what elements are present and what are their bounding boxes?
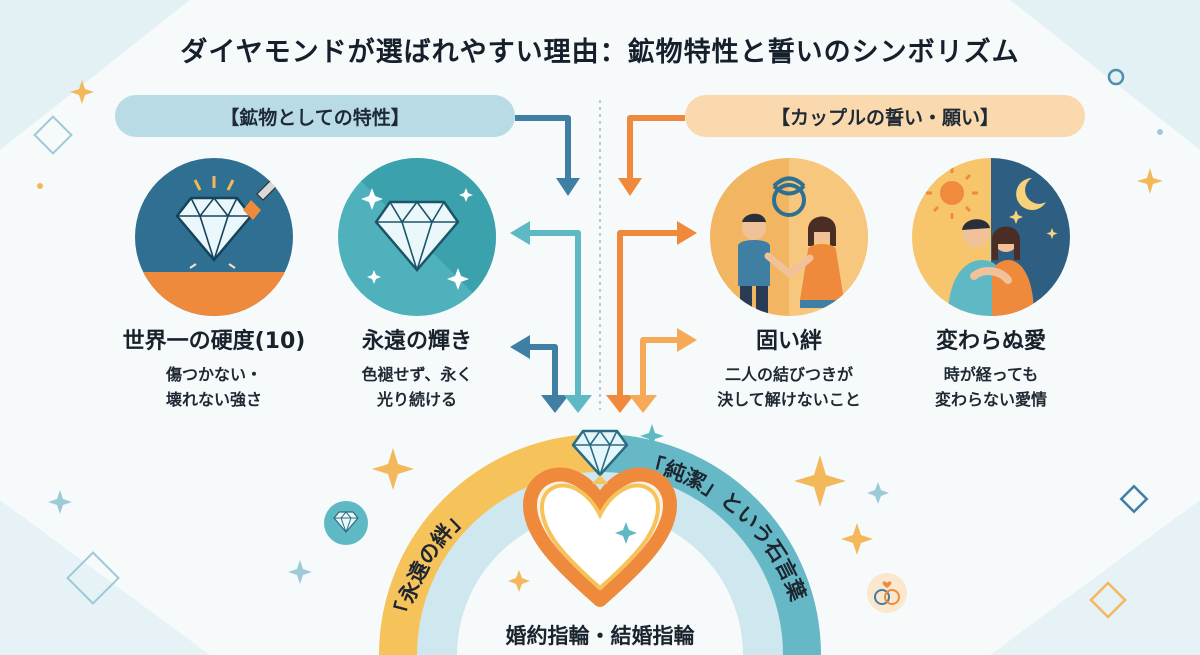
knot-icon (772, 183, 806, 217)
unchanging-love-desc-line1: 時が経っても (943, 365, 1039, 384)
arrow-from-right-header (627, 115, 685, 182)
strong-bond-illustration (710, 158, 868, 316)
rings-badge-icon (867, 573, 907, 613)
sparkle-icon (288, 560, 312, 584)
sun-icon (940, 181, 964, 205)
bg-diamond-outline-icon (66, 551, 120, 605)
bg-shape-bottom-right (990, 500, 1200, 655)
hardness-label: 世界一の硬度(10) (122, 329, 306, 354)
couple-holding-hands-icon (710, 158, 868, 316)
bg-dot-icon (1107, 68, 1125, 86)
bg-shape-top-left (0, 0, 190, 150)
eternal-shine-label: 永遠の輝き (361, 329, 472, 354)
moon-icon (1016, 178, 1046, 210)
center-diamond-icon (571, 424, 664, 484)
bg-shape-top-right (1010, 0, 1200, 150)
eternal-shine-desc-line2: 光り続ける (376, 390, 457, 409)
strong-bond-label: 固い絆 (755, 329, 822, 354)
hardness-diamond-icon (135, 158, 293, 316)
unchanging-love-desc-line2: 変わらない愛情 (934, 390, 1047, 409)
hardness-desc-line1: 傷つかない・ (165, 365, 262, 384)
bg-diamond-outline-icon (1089, 581, 1127, 619)
bg-dot-icon (37, 183, 43, 189)
hardness-desc-line2: 壊れない強さ (165, 390, 262, 409)
arrow-eternal-to-center (527, 344, 558, 398)
arc-inner (407, 462, 793, 655)
page-title: ダイヤモンドが選ばれやすい理由：鉱物特性と誓いのシンボリズム (180, 37, 1020, 68)
sparkle-icon (841, 523, 873, 555)
bg-dot-icon (1157, 129, 1163, 135)
unchanging-love-label: 変わらぬ愛 (935, 329, 1046, 354)
eternal-shine-illustration (338, 158, 496, 316)
strong-bond-desc-line1: 二人の結びつきが (724, 365, 853, 384)
eternal-shine-desc-line1: 色褪せず、永く (361, 365, 473, 384)
arc-outer-right (599, 434, 821, 655)
strong-bond-desc-line2: 決して解けないこと (717, 390, 861, 409)
sparkle-icon (867, 482, 889, 504)
embracing-couple-icon (912, 158, 1070, 316)
bg-shape-bottom-left (0, 500, 210, 655)
bg-diamond-outline-icon (1119, 484, 1149, 514)
mineral-properties-header: 【鉱物としての特性】 (115, 95, 515, 137)
rings-label: 婚約指輪・結婚指輪 (505, 624, 695, 648)
arrow-bond-to-center (640, 337, 680, 398)
diamond-badge-icon (324, 501, 368, 545)
sparkle-icon (640, 424, 664, 448)
sparkle-icon (615, 522, 637, 544)
mineral-properties-header-label: 【鉱物としての特性】 (220, 106, 410, 129)
couple-vows-header: 【カップルの誓い・願い】 (685, 95, 1085, 137)
sparkle-icon (794, 455, 846, 507)
shining-diamond-icon (338, 158, 496, 316)
bg-diamond-outline-icon (33, 115, 73, 155)
arrow-to-strong-bond (617, 230, 680, 398)
sparkle-icon (508, 570, 530, 592)
couple-vows-header-label: 【カップルの誓い・願い】 (770, 106, 999, 129)
arrow-from-left-header (515, 115, 571, 182)
sparkle-icon (1137, 168, 1163, 194)
unchanging-love-illustration (912, 158, 1070, 316)
sparkle-icon (48, 490, 72, 514)
arrow-to-eternal-shine (527, 230, 581, 398)
heart-ring-icon (523, 467, 677, 607)
sparkle-icon (372, 448, 414, 490)
sparkle-icon (70, 80, 94, 104)
hardness-illustration (135, 158, 293, 316)
arc-outer-left (379, 434, 601, 655)
